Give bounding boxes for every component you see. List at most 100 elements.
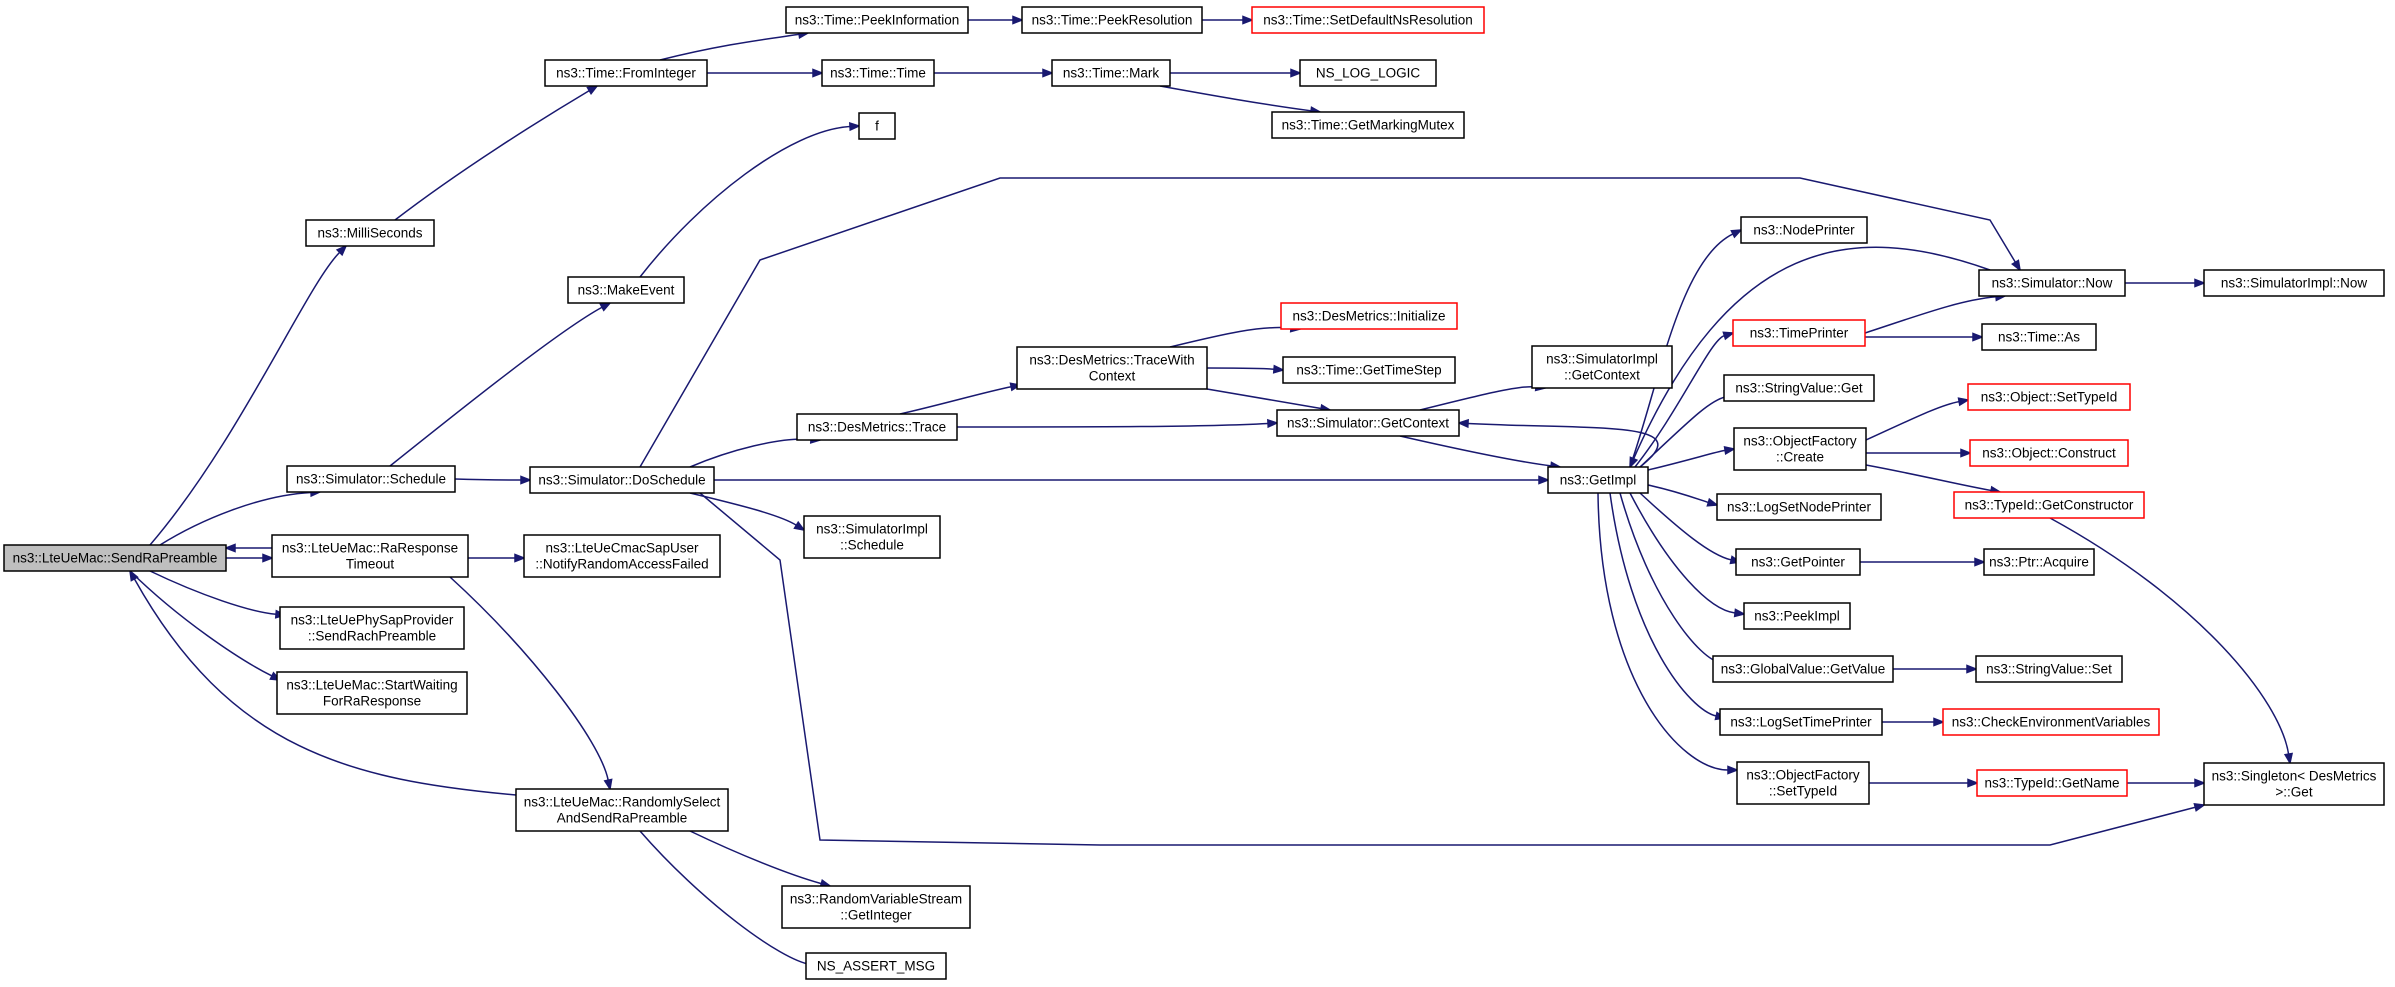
node-getTimeStep[interactable]: ns3::Time::GetTimeStep xyxy=(1282,356,1456,384)
edge-root-to-startWaiting xyxy=(129,570,282,681)
node-box xyxy=(1733,427,1867,471)
node-objSetTypeId[interactable]: ns3::Object::SetTypeId xyxy=(1967,383,2131,411)
arrowhead xyxy=(1967,778,1980,788)
edge-getImpl-to-timePrinter xyxy=(1634,331,1735,468)
node-label: ::NotifyRandomAccessFailed xyxy=(535,557,708,572)
node-ofSetTypeId[interactable]: ns3::ObjectFactory::SetTypeId xyxy=(1736,761,1870,805)
node-gvGetValue[interactable]: ns3::GlobalValue::GetValue xyxy=(1712,655,1894,683)
node-label: ns3::Time::Mark xyxy=(1063,66,1160,81)
arrowhead xyxy=(1733,608,1747,618)
node-rvsGetInteger[interactable]: ns3::RandomVariableStream::GetInteger xyxy=(781,885,971,929)
arrowhead xyxy=(1933,717,1946,727)
node-ofCreate[interactable]: ns3::ObjectFactory::Create xyxy=(1733,427,1867,471)
node-label: NS_LOG_LOGIC xyxy=(1316,66,1421,81)
node-peekImpl[interactable]: ns3::PeekImpl xyxy=(1743,602,1851,630)
node-peekResolution[interactable]: ns3::Time::PeekResolution xyxy=(1021,6,1203,34)
node-timeMark[interactable]: ns3::Time::Mark xyxy=(1051,59,1171,87)
node-setDefaultNsResolution[interactable]: ns3::Time::SetDefaultNsResolution xyxy=(1251,6,1485,34)
node-label: ns3::LteUeMac::StartWaiting xyxy=(286,678,457,693)
node-logSetTimePrinter[interactable]: ns3::LogSetTimePrinter xyxy=(1719,708,1883,736)
node-box xyxy=(271,534,469,578)
edge-peekInformation-to-peekResolution xyxy=(968,15,1025,25)
node-schedule[interactable]: ns3::Simulator::Schedule xyxy=(286,465,456,493)
node-nsAssertMsg[interactable]: NS_ASSERT_MSG xyxy=(805,952,947,980)
node-label: ns3::LteUeMac::SendRaPreamble xyxy=(13,551,218,566)
node-timeTime[interactable]: ns3::Time::Time xyxy=(821,59,935,87)
node-implGetContext[interactable]: ns3::SimulatorImpl::GetContext xyxy=(1531,345,1673,389)
edge-line xyxy=(956,422,1269,428)
node-box xyxy=(821,59,935,87)
edge-line xyxy=(689,830,822,885)
node-label: ns3::Time::FromInteger xyxy=(556,66,696,81)
node-doSchedule[interactable]: ns3::Simulator::DoSchedule xyxy=(529,466,715,494)
node-checkEnv[interactable]: ns3::CheckEnvironmentVariables xyxy=(1942,708,2160,736)
arrowhead xyxy=(1538,475,1551,485)
node-box xyxy=(1969,439,2129,467)
node-getConstructor[interactable]: ns3::TypeId::GetConstructor xyxy=(1953,491,2145,519)
arrowhead xyxy=(1267,418,1280,429)
node-logSetNodePrinter[interactable]: ns3::LogSetNodePrinter xyxy=(1716,493,1882,521)
arrowhead xyxy=(1960,448,1973,458)
node-ptrAcquire[interactable]: ns3::Ptr::Acquire xyxy=(1983,548,2095,576)
node-desTrace[interactable]: ns3::DesMetrics::Trace xyxy=(796,413,958,441)
node-label: ::SendRachPreamble xyxy=(308,629,436,644)
node-nsLogLogic[interactable]: NS_LOG_LOGIC xyxy=(1299,59,1437,87)
edge-line xyxy=(1399,435,1552,467)
node-singletonGet[interactable]: ns3::Singleton< DesMetrics >::Get xyxy=(2203,762,2385,806)
node-label: ns3::LogSetTimePrinter xyxy=(1730,715,1872,730)
arrowhead xyxy=(603,778,613,792)
node-implSchedule[interactable]: ns3::SimulatorImpl::Schedule xyxy=(803,515,941,559)
node-box xyxy=(858,112,896,140)
edge-getPointer-to-ptrAcquire xyxy=(1860,557,1987,567)
node-f[interactable]: f xyxy=(858,112,896,140)
node-milliseconds[interactable]: ns3::MilliSeconds xyxy=(305,219,435,247)
node-label: ns3::ObjectFactory xyxy=(1746,768,1860,783)
arrowhead xyxy=(1290,68,1303,78)
node-notifyRaFailed[interactable]: ns3::LteUeCmacSapUser::NotifyRandomAcces… xyxy=(523,534,721,578)
node-peekInformation[interactable]: ns3::Time::PeekInformation xyxy=(785,6,969,34)
node-sendRachPreamble[interactable]: ns3::LteUePhySapProvider::SendRachPreamb… xyxy=(279,606,465,650)
node-objConstruct[interactable]: ns3::Object::Construct xyxy=(1969,439,2129,467)
node-label: ns3::NodePrinter xyxy=(1753,223,1855,238)
node-makeEvent[interactable]: ns3::MakeEvent xyxy=(567,276,685,304)
arrowhead xyxy=(1242,15,1255,25)
node-typeIdGetName[interactable]: ns3::TypeId::GetName xyxy=(1976,769,2128,797)
node-getPointer[interactable]: ns3::GetPointer xyxy=(1735,548,1861,576)
node-root[interactable]: ns3::LteUeMac::SendRaPreamble xyxy=(3,544,227,572)
node-label: ns3::Time::PeekResolution xyxy=(1032,13,1193,28)
node-box xyxy=(1251,6,1485,34)
node-implNow[interactable]: ns3::SimulatorImpl::Now xyxy=(2203,269,2385,297)
node-label: Timeout xyxy=(346,557,395,572)
node-getImpl[interactable]: ns3::GetImpl xyxy=(1547,466,1649,494)
edge-getContext-to-getImpl xyxy=(1399,435,1563,471)
node-getContext[interactable]: ns3::Simulator::GetContext xyxy=(1276,409,1460,437)
node-timePrinter[interactable]: ns3::TimePrinter xyxy=(1732,319,1866,347)
node-svSet[interactable]: ns3::StringValue::Set xyxy=(1975,655,2123,683)
node-nodePrinter[interactable]: ns3::NodePrinter xyxy=(1740,216,1868,244)
node-label: ns3::GlobalValue::GetValue xyxy=(1721,662,1886,677)
arrowhead xyxy=(2194,778,2207,788)
node-getMarkingMutex[interactable]: ns3::Time::GetMarkingMutex xyxy=(1271,111,1465,139)
node-timeAs[interactable]: ns3::Time::As xyxy=(1981,323,2097,351)
edge-line xyxy=(1632,246,1991,460)
edge-line xyxy=(1864,296,1997,334)
arrowhead xyxy=(2283,752,2294,766)
node-randomlySelect[interactable]: ns3::LteUeMac::RandomlySelectAndSendRaPr… xyxy=(515,788,729,832)
node-desInitialize[interactable]: ns3::DesMetrics::Initialize xyxy=(1280,302,1458,330)
node-box xyxy=(276,671,468,715)
node-box xyxy=(1740,216,1868,244)
node-stringValueGet[interactable]: ns3::StringValue::Get xyxy=(1723,374,1875,402)
node-simNow[interactable]: ns3::Simulator::Now xyxy=(1978,269,2126,297)
node-label: NS_ASSERT_MSG xyxy=(817,959,935,974)
node-box xyxy=(1736,761,1870,805)
edge-getImpl-to-ofCreate xyxy=(1647,445,1737,471)
node-fromInteger[interactable]: ns3::Time::FromInteger xyxy=(544,59,708,87)
edge-line xyxy=(689,438,812,468)
edge-line xyxy=(389,306,603,467)
edge-getImpl-to-peekImpl xyxy=(1629,492,1747,618)
call-nodes: ns3::LteUeMac::SendRaPreamble ns3::MilliS… xyxy=(3,6,2385,980)
node-label: ns3::SimulatorImpl xyxy=(816,522,928,537)
